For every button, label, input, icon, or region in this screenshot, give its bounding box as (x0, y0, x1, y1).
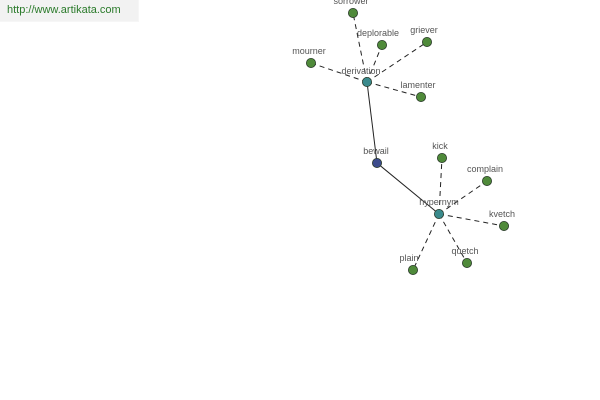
edge-hypernym-kick (438, 157, 443, 215)
node-label-sorrower[interactable]: sorrower (333, 0, 368, 6)
graph-edges (310, 12, 505, 271)
node-mourner[interactable] (305, 58, 316, 69)
node-derivation[interactable] (361, 77, 372, 88)
node-bewail[interactable] (371, 157, 382, 168)
node-label-plain[interactable]: plain (399, 253, 418, 263)
node-label-deplorable[interactable]: deplorable (357, 28, 399, 38)
edge-derivation-deplorable (366, 44, 383, 83)
node-label-kvetch[interactable]: kvetch (489, 209, 515, 219)
node-label-lamenter[interactable]: lamenter (400, 80, 435, 90)
edge-hypernym-quetch (438, 213, 468, 264)
node-complain[interactable] (481, 175, 492, 186)
node-sorrower[interactable] (347, 7, 358, 18)
node-lamenter[interactable] (415, 92, 426, 103)
edge-hypernym-plain (412, 213, 440, 271)
node-label-hypernym[interactable]: hypernym (419, 197, 459, 207)
graph-nodes (305, 7, 509, 275)
node-hypernym[interactable] (433, 208, 444, 219)
edge-hypernym-kvetch (438, 213, 505, 227)
node-label-mourner[interactable]: mourner (292, 46, 326, 56)
edge-derivation-griever (366, 41, 428, 83)
node-label-griever[interactable]: griever (410, 25, 438, 35)
node-label-derivation[interactable]: derivation (341, 66, 380, 76)
node-kick[interactable] (436, 152, 447, 163)
node-label-complain[interactable]: complain (467, 164, 503, 174)
node-deplorable[interactable] (376, 40, 387, 51)
node-kvetch[interactable] (498, 220, 509, 231)
edge-derivation-lamenter (366, 81, 422, 98)
graph-labels: bewail derivation hypernym sorrower deplorab… (292, 0, 515, 263)
banner-url-link[interactable]: http://www.artikata.com (7, 4, 121, 16)
edge-hypernym-complain (438, 180, 488, 215)
edge-bewail-hypernym (376, 162, 440, 215)
node-label-bewail[interactable]: bewail (363, 146, 389, 156)
node-griever[interactable] (421, 37, 432, 48)
artikata-banner[interactable]: http://www.artikata.com (0, 0, 139, 22)
node-label-kick[interactable]: kick (432, 141, 448, 151)
node-label-quetch[interactable]: quetch (451, 246, 478, 256)
edge-bewail-derivation (366, 81, 378, 164)
edge-derivation-sorrower (352, 12, 368, 83)
edge-derivation-mourner (310, 62, 368, 83)
node-plain[interactable] (407, 264, 418, 275)
node-quetch[interactable] (461, 257, 472, 268)
